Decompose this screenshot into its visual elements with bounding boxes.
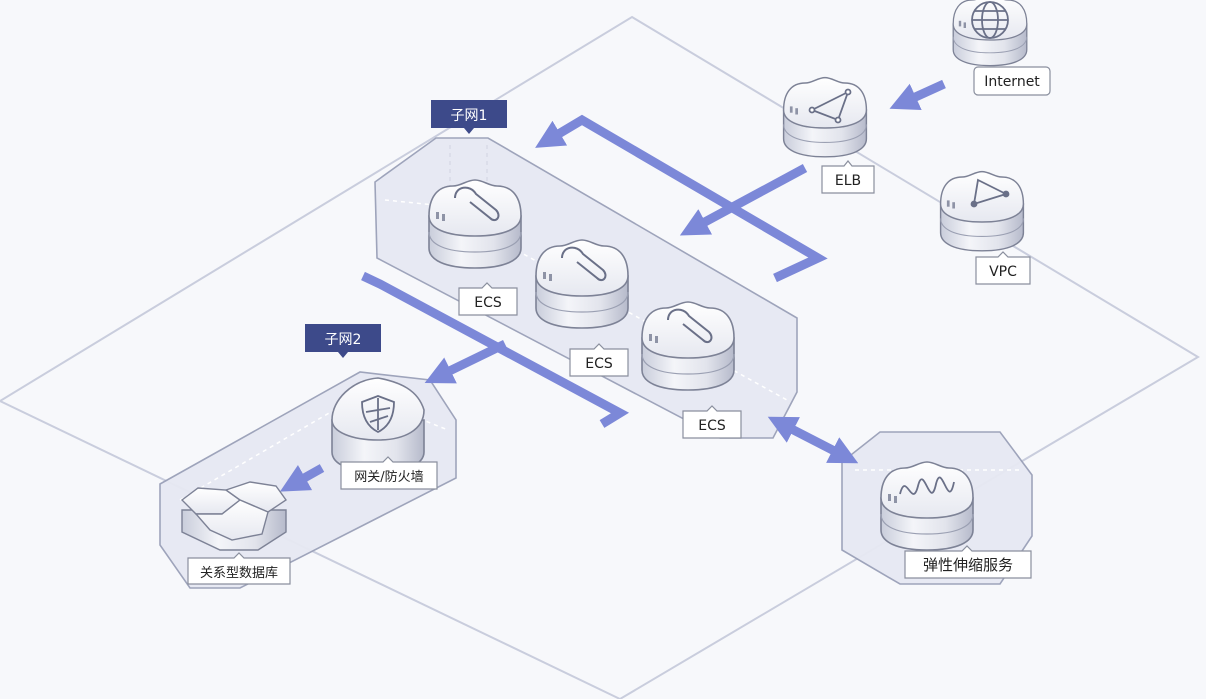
shield-icon [361, 395, 395, 434]
ecs-node-1[interactable] [428, 179, 522, 269]
database-icon [180, 481, 287, 551]
ecs1-label-box: ECS [458, 282, 518, 316]
firewall-label-box: 网关/防火墙 [340, 456, 438, 490]
subnet1-tag: 子网1 [431, 100, 507, 134]
elb-node[interactable] [782, 76, 868, 158]
autoscaling-node[interactable] [880, 461, 974, 551]
subnet2-tag: 子网2 [305, 324, 381, 358]
ecs2-label-box: ECS [569, 343, 629, 377]
ecs1-label: ECS [474, 295, 502, 311]
arrow-ecs-autoscaling [767, 416, 859, 464]
arrow-firewall-to-database [279, 464, 325, 492]
load-balancer-icon [808, 88, 852, 124]
internet-label-box: Internet [973, 66, 1051, 96]
wave-icon [899, 476, 955, 495]
firewall-label: 网关/防火墙 [354, 469, 423, 485]
database-label: 关系型数据库 [200, 565, 278, 581]
subnet1-label: 子网1 [451, 108, 488, 124]
node-labels: Internet ELB VPC ECS ECS ECS 网关/防火墙 关系型 [187, 66, 1051, 585]
internet-node[interactable] [952, 0, 1028, 67]
arrow-internet-to-elb [889, 79, 946, 110]
vpc-label-box: VPC [975, 251, 1031, 285]
paperclip-icon [667, 308, 713, 344]
arrow-subnet1-bracket-top [535, 114, 828, 283]
paperclip-icon [561, 246, 607, 282]
ecs-node-3[interactable] [641, 301, 735, 391]
paperclip-icon [454, 186, 500, 222]
ecs2-label: ECS [585, 356, 613, 372]
subnet2-label: 子网2 [325, 332, 362, 348]
ecs3-label-box: ECS [682, 405, 742, 439]
database-node[interactable] [180, 481, 287, 551]
ecs3-label: ECS [698, 418, 726, 434]
elb-label-box: ELB [821, 160, 875, 194]
arrow-subnet1-to-subnet2 [424, 339, 507, 384]
globe-icon [971, 1, 1009, 39]
internet-label: Internet [984, 74, 1040, 90]
autoscaling-label-box: 弹性伸缩服务 [904, 545, 1032, 579]
arrow-elb-to-ecs [679, 164, 808, 236]
vpc-icon [970, 178, 1010, 208]
vpc-node[interactable] [939, 170, 1025, 252]
ecs-node-2[interactable] [535, 239, 629, 329]
elb-label: ELB [835, 173, 861, 189]
autoscaling-label: 弹性伸缩服务 [923, 556, 1013, 574]
database-label-box: 关系型数据库 [187, 552, 291, 585]
vpc-label: VPC [989, 264, 1017, 280]
firewall-node[interactable] [331, 377, 425, 473]
flow-arrows [279, 79, 946, 492]
